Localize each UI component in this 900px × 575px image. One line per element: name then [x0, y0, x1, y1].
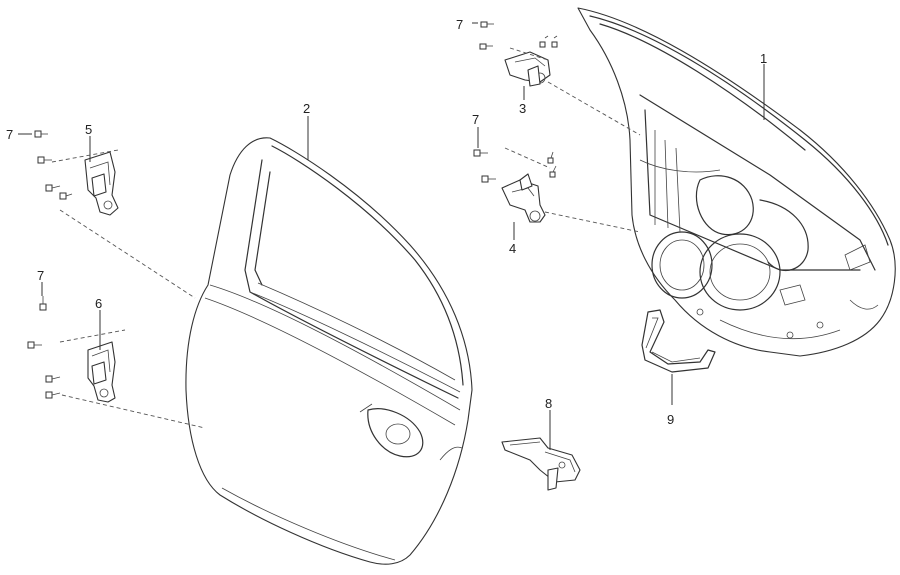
- bolt: [34, 130, 48, 138]
- callout-3: 3: [519, 101, 526, 116]
- callout-9: 9: [667, 412, 674, 427]
- part-1-door-inner-panel: [577, 7, 896, 357]
- bolt: [45, 375, 61, 383]
- callout-8: 8: [545, 396, 552, 411]
- bolt: [45, 391, 61, 399]
- fasteners: [27, 21, 558, 399]
- bolt: [479, 43, 493, 50]
- bolt: [551, 35, 558, 48]
- bolt: [480, 21, 494, 28]
- part-8-lower-bracket: [501, 437, 581, 491]
- callout-5: 5: [85, 122, 92, 137]
- bolt: [45, 184, 61, 192]
- part-5-upper-hinge-left: [84, 151, 119, 216]
- bolt: [27, 341, 42, 349]
- callout-1: 1: [760, 51, 767, 66]
- part-4-lower-hinge: [501, 173, 546, 223]
- callout-2: 2: [303, 101, 310, 116]
- part-2-door-outer-shell: [185, 137, 473, 565]
- bolt: [473, 149, 488, 157]
- bolt: [549, 165, 557, 178]
- callout-7-lower-left: 7: [37, 268, 44, 283]
- bolt: [547, 151, 554, 164]
- bolt: [39, 296, 47, 311]
- part-3-upper-hinge: [504, 51, 551, 87]
- bolt: [37, 156, 52, 164]
- bolt: [481, 175, 496, 183]
- alignment-lines: [51, 47, 641, 429]
- leader-lines: [18, 22, 765, 450]
- part-6-lower-hinge-left: [87, 341, 116, 403]
- callout-6: 6: [95, 296, 102, 311]
- callout-7-top-left: 7: [6, 127, 13, 142]
- bolt: [59, 192, 73, 200]
- bolt: [539, 35, 549, 48]
- callout-7-top-right: 7: [456, 17, 463, 32]
- callout-7-mid-right: 7: [472, 112, 479, 127]
- callout-4: 4: [509, 241, 516, 256]
- callout-labels: 1 2 3 4 5 6 7 7 7 7 8 9: [6, 17, 767, 427]
- part-9-mounting-bracket: [641, 309, 716, 373]
